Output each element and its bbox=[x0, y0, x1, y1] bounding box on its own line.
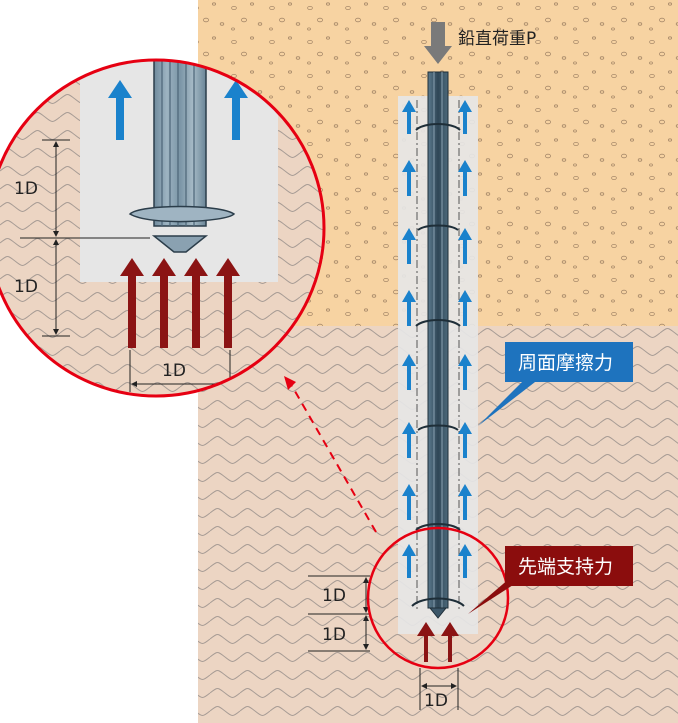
friction-arrow-right-1 bbox=[458, 100, 472, 134]
detail-lower-dimension: 1D bbox=[14, 277, 38, 297]
detail-width-dimension: 1D bbox=[162, 361, 186, 381]
detail-pile-tip bbox=[151, 235, 209, 253]
friction-arrow-right-7 bbox=[458, 484, 472, 520]
helix-blades bbox=[411, 123, 465, 607]
detail-helix-blade bbox=[128, 205, 236, 223]
bearing-arrow-right bbox=[441, 622, 459, 662]
detail-bearing-arrow-3 bbox=[184, 258, 208, 348]
detail-pile-shaft bbox=[153, 60, 207, 227]
tip-callout-text: 先端支持力 bbox=[518, 556, 613, 578]
friction-arrow-left-7 bbox=[402, 484, 416, 520]
focus-circle bbox=[366, 526, 510, 670]
friction-callout-pointer bbox=[478, 372, 548, 426]
vertical-load: 鉛直荷重P bbox=[424, 22, 536, 64]
friction-arrow-right-2 bbox=[458, 160, 472, 196]
friction-arrow-right-4 bbox=[458, 290, 472, 326]
main-dimensions bbox=[308, 575, 459, 710]
detail-bearing-arrow-4 bbox=[216, 258, 240, 348]
detail-friction-arrow-right bbox=[224, 80, 248, 140]
tip-callout-box bbox=[505, 546, 633, 586]
friction-callout-box bbox=[505, 342, 633, 382]
friction-arrow-left-8 bbox=[402, 544, 416, 578]
detail-bearing-arrow-2 bbox=[152, 258, 176, 348]
detail-upper-dimension: 1D bbox=[14, 179, 38, 199]
friction-arrows bbox=[402, 100, 472, 578]
bearing-arrows bbox=[417, 622, 459, 662]
zoom-link-arrowhead bbox=[284, 376, 296, 390]
steel-pile bbox=[411, 71, 465, 619]
friction-callout: 周面摩擦力 bbox=[478, 342, 633, 426]
detail-friction-arrow-left bbox=[108, 80, 132, 140]
friction-arrow-left-6 bbox=[402, 422, 416, 458]
friction-arrow-left-2 bbox=[402, 160, 416, 196]
friction-arrow-left-1 bbox=[402, 100, 416, 134]
tip-callout: 先端支持力 bbox=[468, 546, 633, 614]
pile-tip bbox=[428, 607, 448, 619]
friction-arrow-left-3 bbox=[402, 228, 416, 264]
detail-bearing-arrow-1 bbox=[120, 258, 144, 348]
main-lower-dimension: 1D bbox=[322, 625, 346, 645]
bearing-arrow-left bbox=[417, 622, 435, 662]
detail-circle-border bbox=[0, 58, 326, 398]
friction-callout-text: 周面摩擦力 bbox=[518, 352, 613, 374]
friction-arrow-right-3 bbox=[458, 228, 472, 264]
friction-arrow-left-4 bbox=[402, 290, 416, 326]
main-upper-dimension: 1D bbox=[322, 586, 346, 606]
main-width-dimension: 1D bbox=[424, 691, 448, 711]
tip-callout-pointer bbox=[468, 578, 524, 614]
friction-arrow-right-6 bbox=[458, 422, 472, 458]
zoom-link-line bbox=[291, 385, 377, 533]
load-label: 鉛直荷重P bbox=[458, 29, 536, 49]
friction-arrow-left-5 bbox=[402, 354, 416, 390]
friction-arrow-right-8 bbox=[458, 544, 472, 578]
detail-magnifier: 1D 1D 1D bbox=[0, 58, 326, 398]
friction-arrow-right-5 bbox=[458, 354, 472, 390]
down-arrow-icon bbox=[424, 22, 452, 64]
